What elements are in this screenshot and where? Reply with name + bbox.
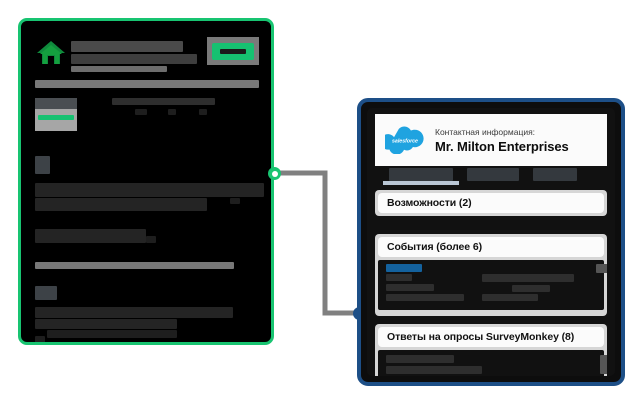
redacted-text-line — [35, 307, 233, 318]
section-events-body — [378, 260, 607, 310]
tab-bar — [375, 168, 607, 185]
tab-2[interactable] — [467, 168, 519, 181]
source-app-window[interactable] — [18, 18, 274, 345]
section-events-title: События (более 6) — [387, 241, 482, 253]
redacted-text-line — [168, 109, 176, 115]
tab-1-active-underline — [383, 181, 459, 185]
redacted-tag — [35, 156, 50, 174]
contact-title: Mr. Milton Enterprises — [435, 138, 569, 154]
redacted-text-line — [146, 236, 156, 243]
contact-header: salesforce Контактная информация: Mr. Mi… — [375, 114, 607, 166]
section-events[interactable]: События (более 6) — [375, 234, 607, 316]
connector-start-dot-core — [271, 170, 278, 177]
salesforce-wordmark: salesforce — [392, 139, 418, 145]
redacted-text-line — [35, 198, 207, 211]
contact-header-text: Контактная информация: Mr. Milton Enterp… — [435, 126, 569, 155]
section-surveymonkey[interactable]: Ответы на опросы SurveyMonkey (8) — [375, 324, 607, 376]
section-surveymonkey-title: Ответы на опросы SurveyMonkey (8) — [387, 331, 575, 343]
divider-top — [35, 80, 259, 88]
redacted-text-line — [386, 366, 482, 374]
section-surveymonkey-header[interactable]: Ответы на опросы SurveyMonkey (8) — [378, 327, 604, 347]
redacted-text-line — [512, 285, 550, 292]
source-app-content — [21, 21, 271, 342]
tab-1[interactable] — [389, 168, 453, 181]
redacted-text-line — [35, 183, 264, 197]
green-house-logo-icon — [37, 41, 65, 64]
redacted-text-line — [386, 355, 454, 363]
redacted-text-line — [47, 330, 177, 338]
redacted-tag — [35, 286, 57, 300]
redacted-text-line — [386, 274, 412, 281]
section-events-header[interactable]: События (более 6) — [378, 237, 604, 257]
redacted-text-line — [135, 109, 147, 115]
redacted-text-line — [35, 319, 177, 329]
redacted-heading — [35, 229, 146, 243]
redacted-text-line — [199, 109, 207, 115]
section-opportunities-title: Возможности (2) — [387, 197, 472, 209]
contact-kicker: Контактная информация: — [435, 126, 536, 137]
divider-middle — [35, 262, 234, 269]
redacted-logo-tagline — [71, 66, 167, 72]
connector-start-dot[interactable] — [268, 167, 281, 180]
redacted-cta-container[interactable] — [207, 37, 259, 65]
tab-3[interactable] — [533, 168, 577, 181]
redacted-text-line — [35, 336, 45, 342]
redacted-action-icon[interactable] — [596, 264, 607, 273]
redacted-text-line — [112, 98, 215, 105]
redacted-text-line — [386, 294, 464, 301]
redacted-text-line — [386, 284, 434, 291]
redacted-link[interactable] — [386, 264, 422, 272]
redacted-text-line — [482, 294, 538, 301]
source-app-header — [35, 37, 259, 72]
section-surveymonkey-body — [378, 350, 607, 376]
redacted-cta-label — [220, 48, 246, 54]
sidebar-card-header — [35, 98, 77, 109]
section-opportunities-header[interactable]: Возможности (2) — [378, 193, 604, 213]
redacted-text-line — [230, 198, 240, 204]
sidebar-card-accent — [38, 115, 74, 120]
redacted-logo-wordmark — [71, 41, 183, 52]
salesforce-panel[interactable]: salesforce Контактная информация: Mr. Mi… — [357, 98, 625, 386]
redacted-text-line — [482, 274, 574, 282]
redacted-logo-wordmark-2 — [71, 54, 197, 64]
redacted-scrollbar[interactable] — [600, 355, 607, 374]
redacted-cta-button[interactable] — [212, 42, 254, 60]
section-opportunities[interactable]: Возможности (2) — [375, 190, 607, 216]
salesforce-cloud-icon: salesforce — [385, 126, 424, 154]
salesforce-panel-stage: salesforce Контактная информация: Mr. Mi… — [367, 108, 615, 376]
